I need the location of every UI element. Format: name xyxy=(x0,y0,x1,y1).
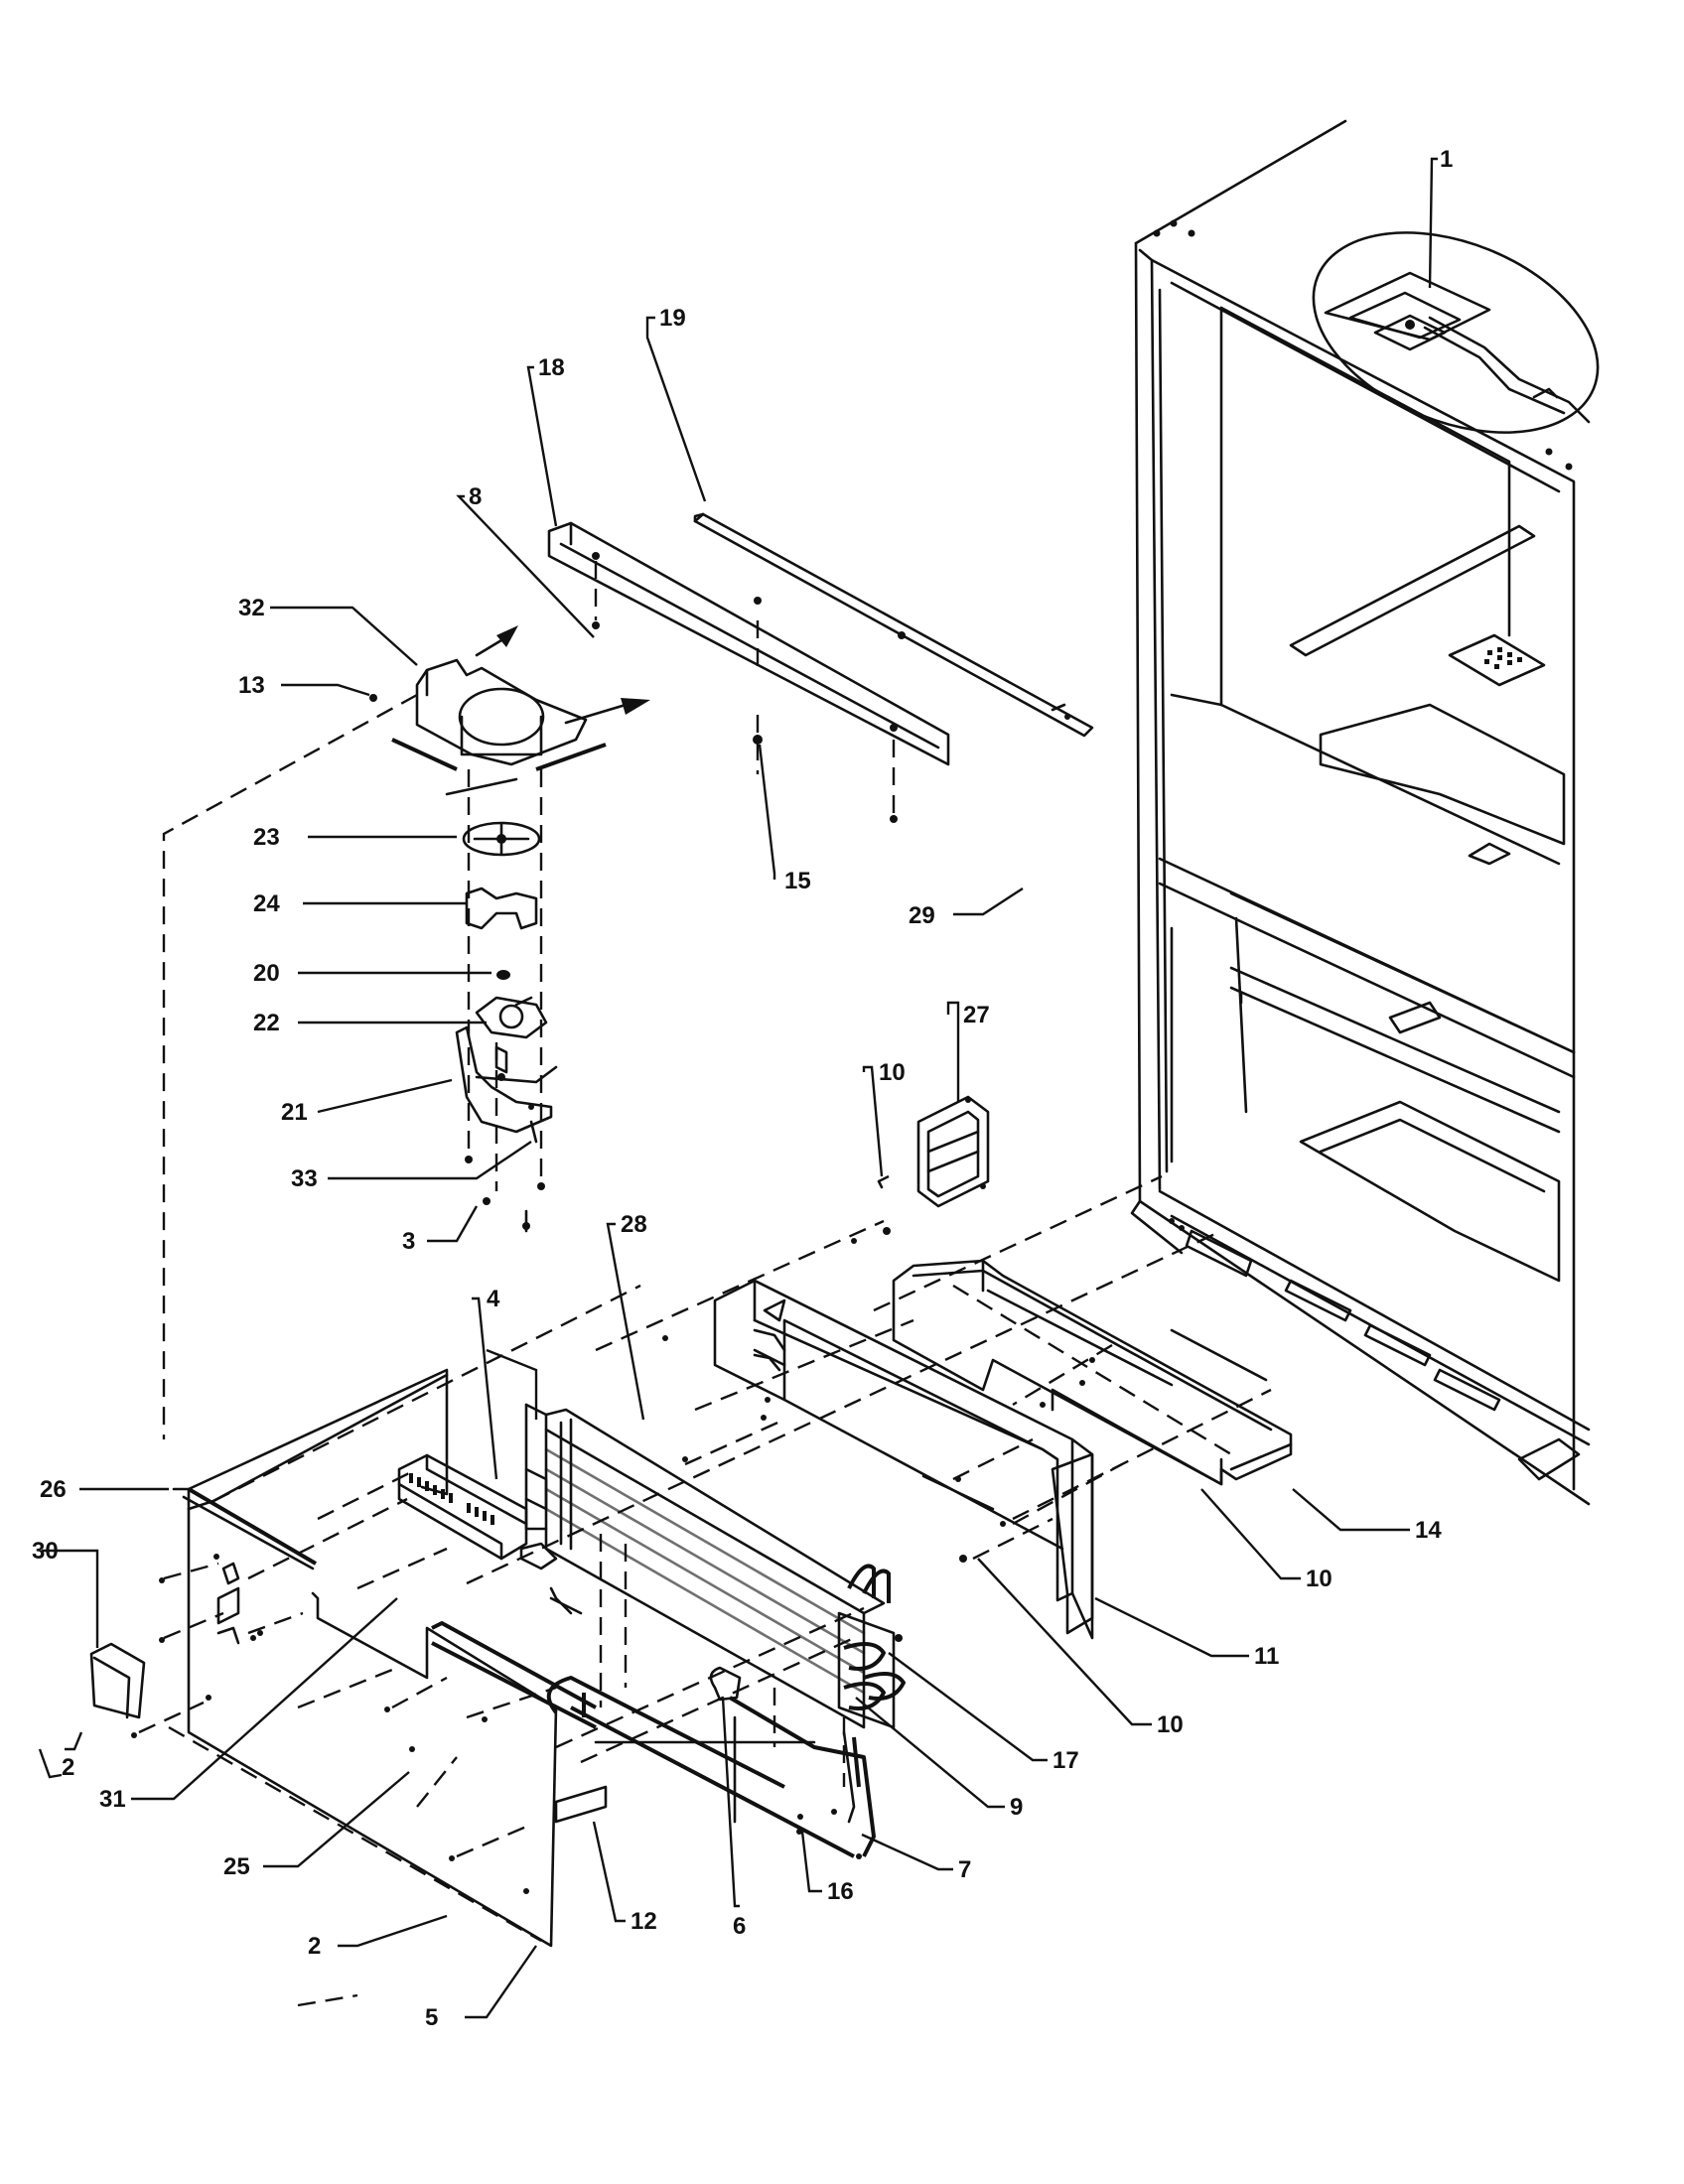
callout-14: 14 xyxy=(1415,1517,1442,1544)
callout-19: 19 xyxy=(659,305,686,332)
callout-30: 30 xyxy=(32,1538,59,1565)
evaporator-fan-assembly xyxy=(369,625,650,1233)
callout-labels: 1 19 18 8 32 13 23 24 15 29 20 22 27 10 … xyxy=(32,146,1453,2031)
callout-1: 1 xyxy=(1440,146,1453,173)
callout-23: 23 xyxy=(253,824,280,851)
bracket-27 xyxy=(916,1095,990,1208)
callout-4: 4 xyxy=(487,1286,500,1312)
callout-25: 25 xyxy=(223,1853,250,1880)
cover-30 xyxy=(89,1642,146,1719)
leader-dash xyxy=(162,693,418,1439)
control-housing-31 xyxy=(397,1348,558,1570)
callout-9: 9 xyxy=(1010,1794,1023,1821)
light-housing-assembly xyxy=(1312,231,1600,434)
air-duct-assembly xyxy=(713,1279,1094,1640)
callout-3: 3 xyxy=(402,1228,415,1255)
callout-17: 17 xyxy=(1052,1747,1079,1774)
bracket-11 xyxy=(1051,1452,1094,1635)
drain-heater-assembly xyxy=(431,1586,876,1859)
duct-tray-14 xyxy=(892,1259,1293,1486)
callout-11: 11 xyxy=(1254,1643,1279,1670)
callout-28: 28 xyxy=(621,1211,647,1238)
callout-18: 18 xyxy=(538,354,565,381)
callout-20: 20 xyxy=(253,960,280,987)
callout-24: 24 xyxy=(253,890,280,917)
callout-6: 6 xyxy=(733,1913,746,1940)
callout-26: 26 xyxy=(40,1476,67,1503)
callout-8: 8 xyxy=(469,483,482,510)
callout-2a: 2 xyxy=(62,1754,74,1781)
callout-31: 31 xyxy=(99,1786,126,1813)
callout-15: 15 xyxy=(784,868,811,894)
callout-13: 13 xyxy=(238,672,265,699)
rear-cover-panel xyxy=(131,1174,1272,2007)
callout-5: 5 xyxy=(425,2004,438,2031)
rail-19 xyxy=(693,512,1094,738)
callout-32: 32 xyxy=(238,595,265,621)
callout-33: 33 xyxy=(291,1165,318,1192)
callout-2b: 2 xyxy=(308,1933,321,1960)
callout-10b: 10 xyxy=(1306,1566,1333,1592)
callout-29: 29 xyxy=(909,902,935,929)
callout-22: 22 xyxy=(253,1010,280,1036)
evaporator-coil xyxy=(524,1403,906,1787)
callout-leaders xyxy=(42,157,1438,2019)
callout-21: 21 xyxy=(281,1099,308,1126)
callout-12: 12 xyxy=(631,1908,657,1935)
panel-18 xyxy=(547,521,950,766)
callout-10a: 10 xyxy=(879,1059,906,1086)
callout-7: 7 xyxy=(958,1856,971,1883)
callout-27: 27 xyxy=(963,1002,990,1028)
callout-10c: 10 xyxy=(1157,1711,1184,1738)
refrigerator-cabinet xyxy=(1130,119,1591,1506)
callout-16: 16 xyxy=(827,1878,854,1905)
leader-line xyxy=(38,1748,63,1779)
leader-line xyxy=(878,1174,890,1183)
